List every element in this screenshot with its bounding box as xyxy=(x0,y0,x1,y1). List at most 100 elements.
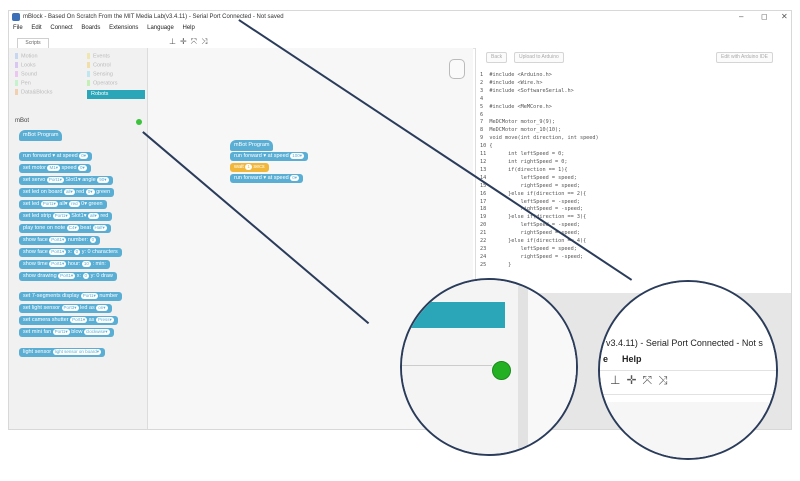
block-input[interactable]: on▾ xyxy=(96,304,108,311)
code-line: 11 int leftSpeed = 0; xyxy=(480,151,565,158)
palette-block[interactable]: show drawing Port1▾ x: 0 y: 0 draw xyxy=(19,272,117,281)
menu-extensions[interactable]: Extensions xyxy=(109,25,139,31)
menu-edit[interactable]: Edit xyxy=(31,25,42,31)
menu-boards[interactable]: Boards xyxy=(81,25,101,31)
block-input[interactable]: M1▾ xyxy=(47,164,60,171)
zoomed-menu-help[interactable]: Help xyxy=(622,354,642,364)
tab-scripts[interactable]: Scripts xyxy=(17,38,49,48)
palette-block[interactable]: set 7-segments display Port1▾ number xyxy=(19,292,122,301)
canvas-wait-block[interactable]: wait 1 secs xyxy=(230,163,269,172)
menu-connect[interactable]: Connect xyxy=(50,25,73,31)
block-input[interactable]: light sensor on board▾ xyxy=(52,348,101,355)
block-input[interactable]: all▾ xyxy=(63,188,75,195)
upload-to-arduino-button[interactable]: Upload to Arduino xyxy=(514,52,564,63)
close-button[interactable]: ✕ xyxy=(781,12,788,21)
maximize-button[interactable]: ◻ xyxy=(761,12,768,21)
category-pen[interactable]: Pen xyxy=(15,80,31,86)
block-label: show drawing xyxy=(23,273,57,279)
block-input[interactable]: 0 xyxy=(73,248,81,255)
shrink-icon[interactable]: ⤨ xyxy=(658,373,674,387)
block-input[interactable]: clockwise▾ xyxy=(84,328,110,335)
block-input[interactable]: Port1▾ xyxy=(52,328,70,335)
shrink-icon[interactable]: ⤨ xyxy=(201,37,212,46)
block-input[interactable]: 0▾ xyxy=(85,188,95,195)
block-label: set motor xyxy=(23,165,46,171)
block-input[interactable]: Port1▾ xyxy=(40,200,58,207)
back-button[interactable]: Back xyxy=(486,52,508,63)
block-label: Slot1▾ xyxy=(71,213,87,219)
palette-block[interactable]: show face Port1▾ x: 0 y: 0 characters xyxy=(19,248,122,257)
palette-block[interactable]: show face Port1▾ number: 0 xyxy=(19,236,101,245)
block-input[interactable]: Port1▾ xyxy=(49,248,67,255)
category-operators[interactable]: Operators xyxy=(87,80,117,86)
block-input[interactable]: 0 xyxy=(82,272,90,279)
grow-icon[interactable]: ⤧ xyxy=(190,37,202,46)
menu-language[interactable]: Language xyxy=(147,25,174,31)
block-input[interactable]: Port1▾ xyxy=(49,236,67,243)
code-line: 14 leftSpeed = speed; xyxy=(480,174,577,181)
palette-block[interactable]: show time Port1▾ hour: 10 : min: xyxy=(19,260,110,269)
block-input[interactable]: Port1▾ xyxy=(70,316,88,323)
palette-block[interactable]: set motor M1▾ speed 0▾ xyxy=(19,164,91,173)
block-input[interactable]: Port1▾ xyxy=(80,292,98,299)
palette-block[interactable]: set light sensor Port3▾ led as on▾ xyxy=(19,304,112,313)
block-input[interactable]: Port1▾ xyxy=(58,272,76,279)
edit-with-arduino-ide-button[interactable]: Edit with Arduino IDE xyxy=(716,52,773,63)
move-icon[interactable]: ✛ xyxy=(626,373,643,387)
category-events[interactable]: Events xyxy=(87,53,110,59)
category-control[interactable]: Control xyxy=(87,62,111,68)
code-line: 2 #include <Wire.h> xyxy=(480,79,543,86)
palette-block[interactable]: set mini fan Port1▾ blow clockwise▾ xyxy=(19,328,114,337)
minimize-button[interactable]: – xyxy=(739,12,744,21)
palette-block[interactable]: play tone on note C4▾ beat Half▾ xyxy=(19,224,111,233)
category-robots[interactable]: Robots xyxy=(87,90,145,99)
block-input[interactable]: Half▾ xyxy=(92,224,107,231)
code-editor[interactable]: 1 #include <Arduino.h>2 #include <Wire.h… xyxy=(480,72,780,270)
block-input[interactable]: Port1▾ xyxy=(52,212,70,219)
block-input[interactable]: 10 xyxy=(81,260,91,267)
palette-block[interactable]: set camera shutter Port1▾ as Press▾ xyxy=(19,316,118,325)
category-sensing[interactable]: Sensing xyxy=(87,71,113,77)
category-sound[interactable]: Sound xyxy=(15,71,37,77)
block-input[interactable]: Press▾ xyxy=(95,316,114,323)
category-data-blocks[interactable]: Data&Blocks xyxy=(15,89,53,95)
grow-icon[interactable]: ⤧ xyxy=(642,373,659,387)
menu-file[interactable]: File xyxy=(13,25,23,31)
block-input[interactable]: 90▾ xyxy=(97,176,109,183)
palette-block[interactable]: run forward ▾ at speed 0▾ xyxy=(19,152,93,161)
code-line: 13 if(direction == 1){ xyxy=(480,166,568,173)
block-input[interactable]: Port1▾ xyxy=(49,260,67,267)
block-input[interactable]: red xyxy=(69,200,80,207)
stamp-icon[interactable]: ⊥ xyxy=(610,373,627,387)
palette-hat-block[interactable]: mBot Program xyxy=(19,130,63,141)
category-looks[interactable]: Looks xyxy=(15,62,36,68)
palette-block[interactable]: light sensor light sensor on board▾ xyxy=(19,348,105,357)
block-input[interactable]: Port1▾ xyxy=(46,176,64,183)
stamp-icon[interactable]: ⊥ xyxy=(169,37,180,46)
block-input[interactable]: 0▾ xyxy=(79,152,89,159)
palette-block[interactable]: set servo Port1▾ Slot1▾ angle 90▾ xyxy=(19,176,113,185)
block-palette: Motion Looks Sound Pen Data&Blocks Event… xyxy=(9,48,148,429)
canvas-run-forward-block[interactable]: run forward ▾ at speed 100▾ xyxy=(230,152,309,161)
canvas-run-forward-block-2[interactable]: run forward ▾ at speed 0▾ xyxy=(230,174,304,183)
block-input[interactable]: C4▾ xyxy=(66,224,79,231)
block-input[interactable]: 0▾ xyxy=(78,164,87,171)
canvas-hat-block[interactable]: mBot Program xyxy=(230,140,274,151)
block-label: blow xyxy=(71,329,83,335)
block-input[interactable]: all▾ xyxy=(88,212,99,219)
zoom-circle-right: v3.4.11) - Serial Port Connected - Not s… xyxy=(598,280,778,460)
palette-block[interactable]: set led on board all▾ red 0▾ green xyxy=(19,188,115,197)
code-line: 19 }else if(direction == 3){ xyxy=(480,214,587,221)
connection-status-dot xyxy=(136,119,142,125)
zoomed-toolbar-icons: ⊥✛⤧⤨ xyxy=(610,373,674,388)
palette-block[interactable]: set led Port1▾ all▾ red 0▾ green xyxy=(19,200,107,209)
block-label: mBot Program xyxy=(23,132,59,138)
category-motion[interactable]: Motion xyxy=(15,53,38,59)
block-input[interactable]: 0 xyxy=(89,236,97,243)
menu-help[interactable]: Help xyxy=(182,25,195,31)
move-icon[interactable]: ✛ xyxy=(179,37,191,46)
block-label: set led on board xyxy=(23,189,63,195)
block-label: red xyxy=(76,189,85,195)
block-input[interactable]: Port3▾ xyxy=(61,304,79,311)
palette-block[interactable]: set led strip Port1▾ Slot1▾ all▾ red xyxy=(19,212,113,221)
